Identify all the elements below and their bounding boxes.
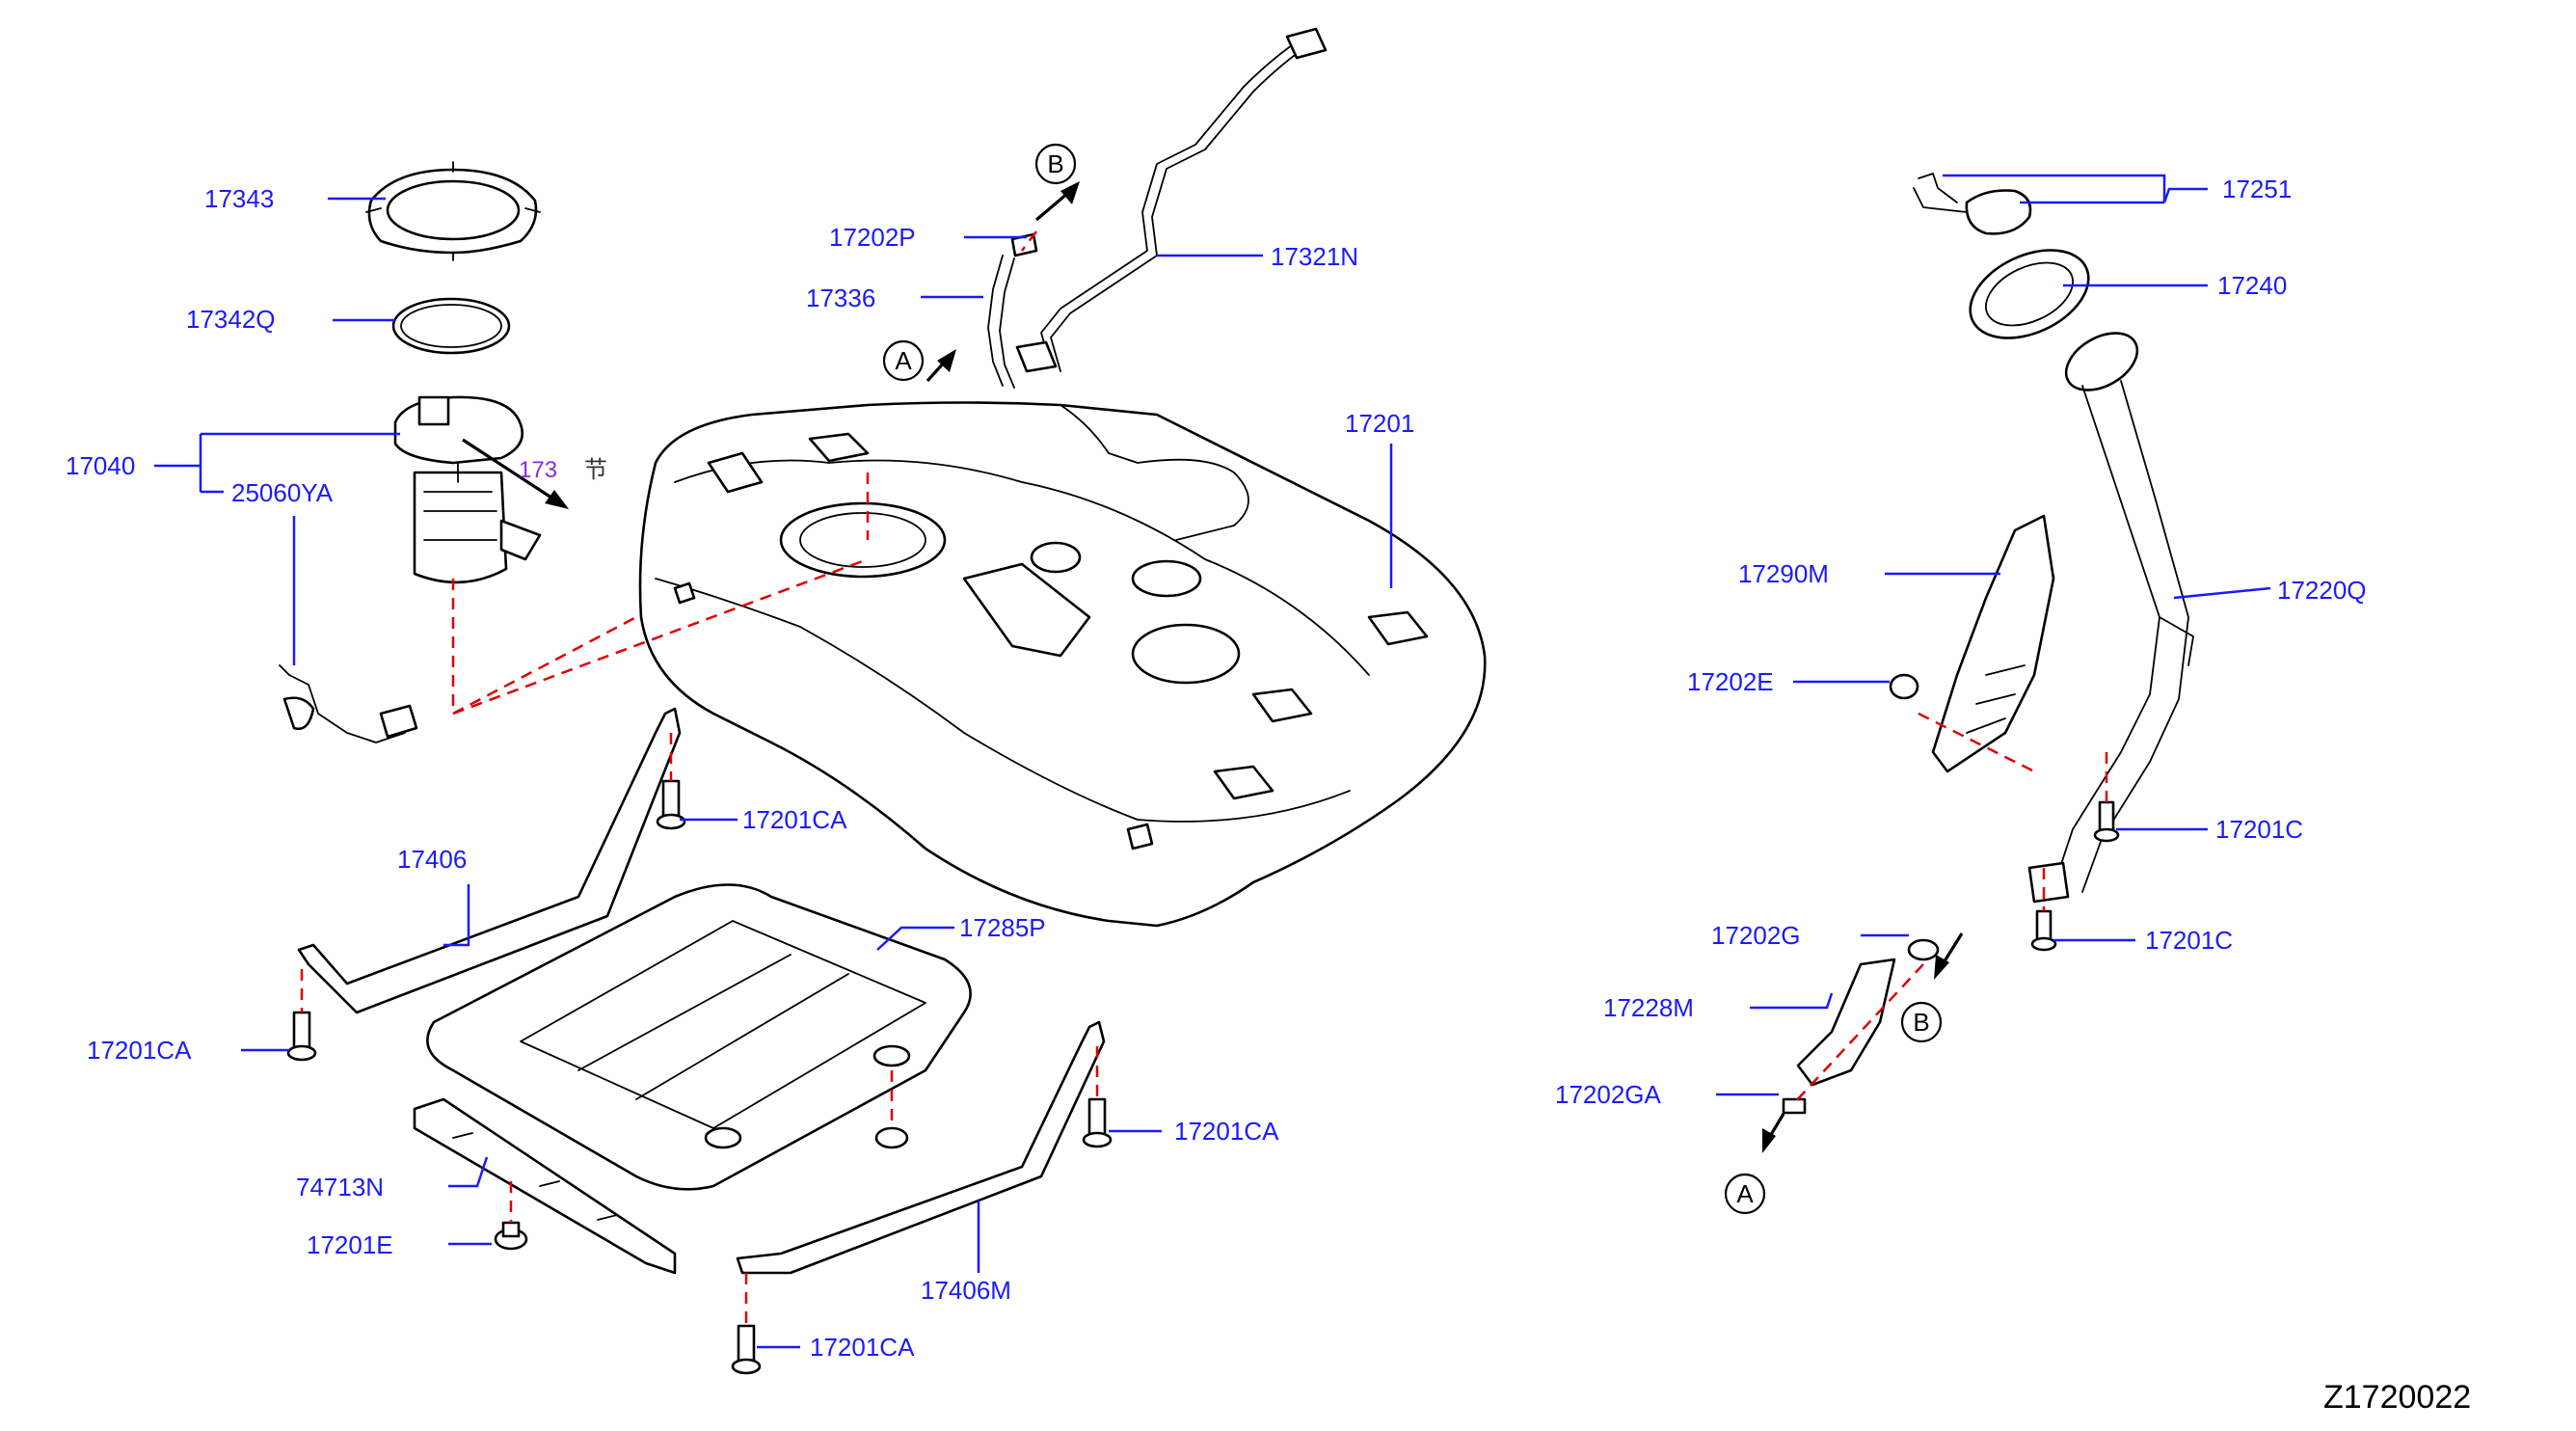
label-17220q: 17220Q: [2277, 576, 2367, 605]
label-17202ga: 17202GA: [1555, 1080, 1662, 1109]
bolt-17201c-1: [2093, 800, 2120, 843]
strap-17406m: [736, 1020, 1106, 1275]
heat-shield-17285p: [426, 883, 972, 1191]
filler-cap-17251: [1913, 173, 2032, 235]
bolt-17201ca-2: [286, 1011, 317, 1062]
label-74713n: 74713N: [296, 1173, 384, 1202]
label-17201ca-2: 17201CA: [87, 1036, 192, 1065]
label-17251: 17251: [2222, 175, 2292, 203]
bolt-17201ca-1: [656, 779, 686, 830]
arrow-to-173: [462, 438, 569, 509]
label-17202p: 17202P: [829, 223, 916, 252]
fuel-pump-assembly-17040: [393, 395, 542, 584]
label-17201e: 17201E: [307, 1230, 393, 1259]
bolt-17201c-2: [2030, 909, 2057, 952]
fuel-tank-17201: [638, 401, 1487, 928]
label-17290m: 17290M: [1738, 559, 1829, 588]
leader-lines: [154, 174, 2271, 1349]
callout-circle-a-bottom: A: [1724, 1173, 1766, 1215]
label-17201c-1: 17201C: [2215, 815, 2303, 844]
nut-17202e: [1889, 673, 1919, 700]
label-17202e: 17202E: [1687, 667, 1774, 696]
callout-label-a-bottom: A: [1736, 1179, 1754, 1208]
nut-bottom-center: [874, 1126, 909, 1149]
nut-17201e: [494, 1221, 528, 1251]
diagram-code: Z1720022: [2323, 1379, 2471, 1416]
overlay-glyph: 节: [584, 456, 607, 483]
label-17406m: 17406M: [921, 1276, 1011, 1305]
dashed-connectors: [300, 230, 2108, 1326]
arrow-b-top: [1034, 181, 1080, 222]
label-17202g: 17202G: [1711, 921, 1801, 950]
callout-label-b-bottom: B: [1913, 1008, 1929, 1037]
bolt-17201ca-4: [731, 1324, 762, 1375]
label-17336: 17336: [806, 284, 875, 312]
bolt-17201ca-3: [1082, 1097, 1113, 1148]
callout-circle-a-top: A: [882, 339, 925, 382]
label-17285p: 17285P: [959, 913, 1046, 942]
arrow-a-bottom: [1762, 1113, 1785, 1153]
arrow-b-bottom: [1934, 932, 1964, 980]
label-25060ya: 25060YA: [231, 478, 334, 507]
clamp-17202ga: [1782, 1097, 1807, 1115]
overlay-number: 173: [519, 457, 557, 483]
label-17201ca-3: 17201CA: [1174, 1117, 1279, 1146]
part-labels: 17343 17342Q 17040 25060YA 17202P 17336 …: [66, 175, 2367, 1362]
label-17321n: 17321N: [1271, 242, 1358, 271]
label-17343: 17343: [204, 184, 274, 213]
label-17342q: 17342Q: [186, 305, 276, 334]
strap-17406: [297, 707, 682, 1014]
label-17201: 17201: [1345, 409, 1414, 438]
seal-17240: [1969, 249, 2090, 339]
vent-hose-17321n: [1015, 27, 1328, 373]
callout-circle-b-top: B: [1034, 143, 1077, 185]
label-17406: 17406: [397, 845, 467, 874]
bracket-74713n: [413, 1097, 677, 1275]
hose-17228m: [1796, 958, 1896, 1087]
label-17228m: 17228M: [1603, 993, 1694, 1022]
label-17040: 17040: [66, 451, 135, 480]
fuel-level-sender-25060ya: [279, 664, 418, 743]
callout-label-a-top: A: [895, 346, 912, 375]
arrow-a-top: [926, 349, 956, 383]
bracket-17290m: [1931, 514, 2055, 773]
label-17201c-2: 17201C: [2145, 926, 2233, 955]
label-17240: 17240: [2217, 271, 2287, 300]
seal-ring-17342q: [391, 297, 511, 355]
label-17201ca-4: 17201CA: [810, 1333, 915, 1362]
clamp-17202g: [1907, 938, 1940, 961]
label-17201ca-1: 17201CA: [742, 805, 847, 834]
lock-ring-17343: [365, 161, 541, 261]
callout-circle-b-bottom: B: [1900, 1001, 1943, 1043]
callout-label-b-top: B: [1047, 149, 1063, 178]
